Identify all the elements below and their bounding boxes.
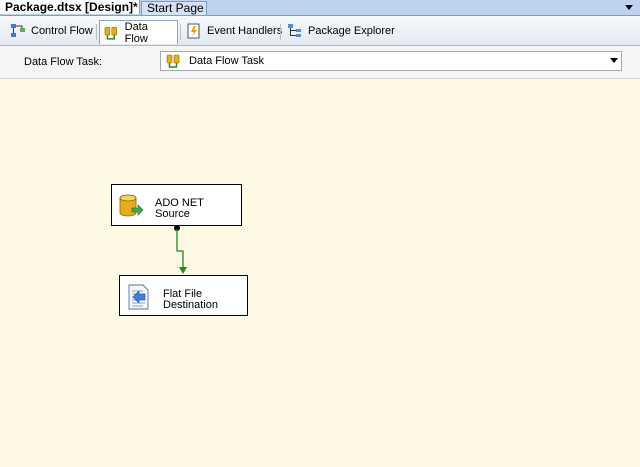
ado-net-source-component[interactable]: ADO NET Source xyxy=(111,184,242,226)
output-connector-dot xyxy=(174,225,180,231)
chevron-down-icon[interactable] xyxy=(610,58,618,63)
tab-separator xyxy=(96,24,97,40)
data-flow-canvas[interactable]: ADO NET Source Flat File Destination xyxy=(0,79,640,467)
tab-data-flow-label: Data Flow xyxy=(124,20,148,45)
tab-package-explorer-label: Package Explorer xyxy=(308,25,395,37)
package-explorer-icon xyxy=(288,24,301,37)
data-flow-task-select[interactable]: Data Flow Task xyxy=(160,51,622,71)
event-handlers-icon xyxy=(187,23,200,39)
tab-control-flow-label: Control Flow xyxy=(31,25,93,37)
tab-event-handlers-label: Event Handlers xyxy=(207,25,283,37)
tab-data-flow[interactable]: Data Flow xyxy=(99,20,178,45)
flat-file-destination-label: Flat File Destination xyxy=(163,288,219,311)
data-flow-task-value: Data Flow Task xyxy=(189,55,264,67)
tab-control-flow[interactable]: Control Flow xyxy=(6,20,97,42)
task-selector-label: Data Flow Task: xyxy=(24,56,103,68)
window-list-dropdown-icon[interactable] xyxy=(624,2,634,12)
data-flow-icon xyxy=(166,54,180,68)
flat-file-destination-component[interactable]: Flat File Destination xyxy=(119,275,248,316)
tab-separator xyxy=(280,24,281,40)
ado-net-source-label: ADO NET Source xyxy=(155,197,204,220)
tab-start-page[interactable]: Start Page xyxy=(141,1,207,15)
control-flow-icon xyxy=(11,24,25,37)
tab-separator xyxy=(180,24,181,40)
data-flow-icon xyxy=(104,26,117,40)
tab-package-explorer[interactable]: Package Explorer xyxy=(283,20,399,42)
path-line xyxy=(176,229,184,269)
database-source-icon xyxy=(119,194,144,217)
data-flow-path[interactable] xyxy=(0,79,640,467)
designer-tab-bar: Control Flow Data Flow Event Handlers Pa… xyxy=(0,16,640,46)
document-tab-strip: Package.dtsx [Design]* Start Page xyxy=(0,0,640,16)
tab-event-handlers[interactable]: Event Handlers xyxy=(182,20,286,42)
path-arrowhead xyxy=(179,267,187,274)
tab-package-design[interactable]: Package.dtsx [Design]* xyxy=(0,0,140,14)
flat-file-destination-icon xyxy=(128,284,149,310)
task-selector-bar: Data Flow Task: Data Flow Task xyxy=(0,46,640,79)
